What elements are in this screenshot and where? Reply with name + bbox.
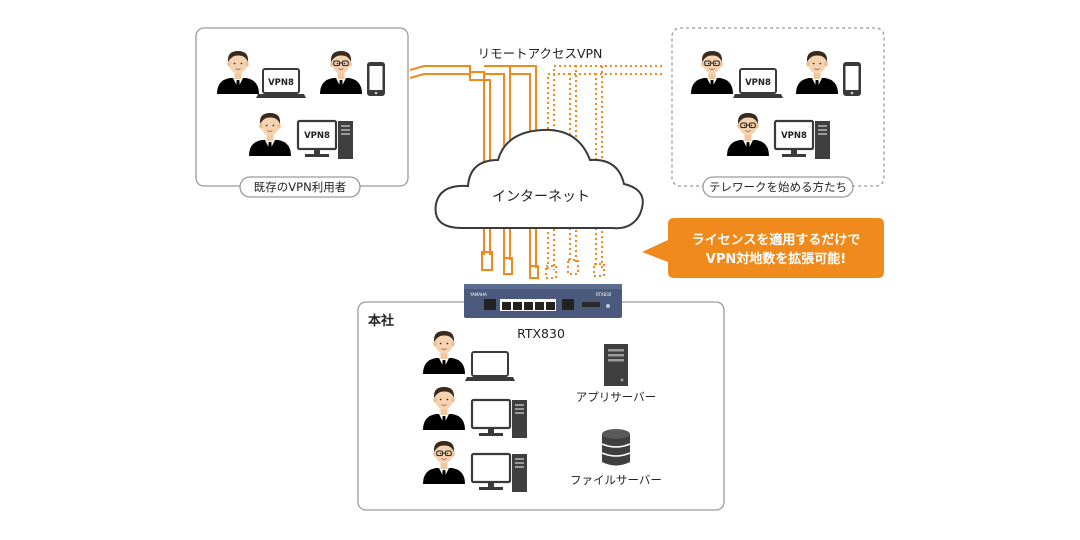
- vpn-badge: VPN8: [781, 131, 807, 141]
- teleworkers-label: テレワークを始める方たち: [709, 180, 847, 194]
- vpn-lines-existing: [409, 65, 539, 279]
- headquarters-label: 本社: [368, 313, 394, 329]
- smartphone-icon: [843, 62, 861, 96]
- laptop-icon: VPN8: [255, 68, 307, 99]
- remote-access-vpn-label: リモートアクセスVPN: [478, 46, 603, 61]
- router-rtx830: YAMAHA RTX830 RTX830: [464, 284, 622, 341]
- desktop-monitor-icon: VPN8: [773, 119, 815, 159]
- file-server-label: ファイルサーバー: [570, 473, 662, 487]
- router-model-label: RTX830: [517, 326, 565, 341]
- callout-line-2: VPN対地数を拡張可能!: [706, 251, 846, 267]
- server-icon: [604, 344, 628, 386]
- callout-line-1: ライセンスを適用するだけで: [692, 232, 861, 248]
- database-icon: [601, 428, 631, 467]
- laptop-icon: VPN8: [732, 68, 784, 99]
- router-brand: YAMAHA: [469, 292, 487, 297]
- laptop-icon: [464, 351, 516, 382]
- desktop-monitor-icon: VPN8: [296, 119, 338, 159]
- license-callout: ライセンスを適用するだけで VPN対地数を拡張可能!: [642, 218, 884, 278]
- tower-pc-icon: [512, 454, 527, 492]
- tower-pc-icon: [512, 400, 527, 438]
- vpn-badge: VPN8: [304, 131, 330, 141]
- vpn-badge: VPN8: [268, 78, 294, 88]
- internet-label: インターネット: [492, 189, 590, 205]
- teleworkers-group: VPN8 VPN8 テレワークを始める方たち: [671, 27, 885, 198]
- headquarters-group: 本社 アプリサーバー ファイルサーバー: [357, 301, 725, 511]
- tower-pc-icon: [815, 121, 830, 159]
- app-server-label: アプリサーバー: [576, 390, 656, 404]
- existing-users-group: VPN8 VPN8 既存のVPN利用者: [195, 27, 409, 198]
- vpn-badge: VPN8: [745, 78, 771, 88]
- internet-cloud: インターネット: [434, 128, 644, 230]
- router-name-small: RTX830: [596, 292, 612, 297]
- smartphone-icon: [367, 62, 385, 96]
- tower-pc-icon: [338, 121, 353, 159]
- existing-users-label: 既存のVPN利用者: [254, 180, 346, 194]
